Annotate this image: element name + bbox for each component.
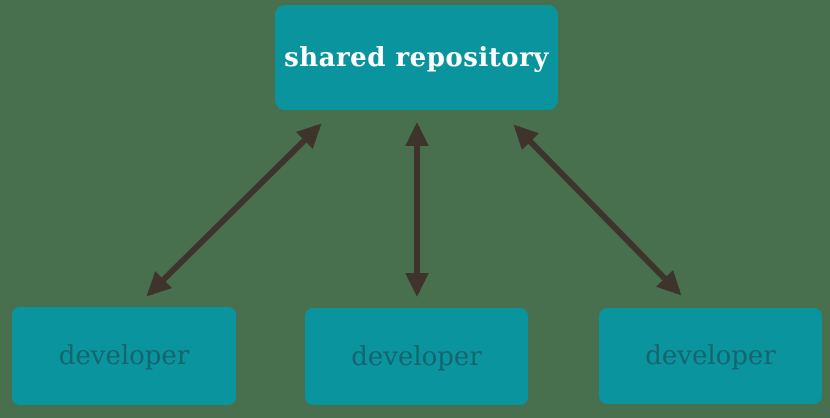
- developer-node-1: developer: [12, 307, 236, 405]
- arrow-repo-developer-right: [513, 124, 682, 296]
- shared-repository-node: shared repository: [275, 5, 558, 110]
- developer-label-2: developer: [351, 341, 482, 372]
- developer-node-2: developer: [305, 308, 528, 405]
- developer-node-3: developer: [599, 308, 822, 404]
- shared-repository-label: shared repository: [284, 42, 549, 73]
- arrow-repo-developer-left: [146, 123, 322, 297]
- developer-label-1: developer: [58, 341, 190, 371]
- developer-label-3: developer: [645, 341, 776, 371]
